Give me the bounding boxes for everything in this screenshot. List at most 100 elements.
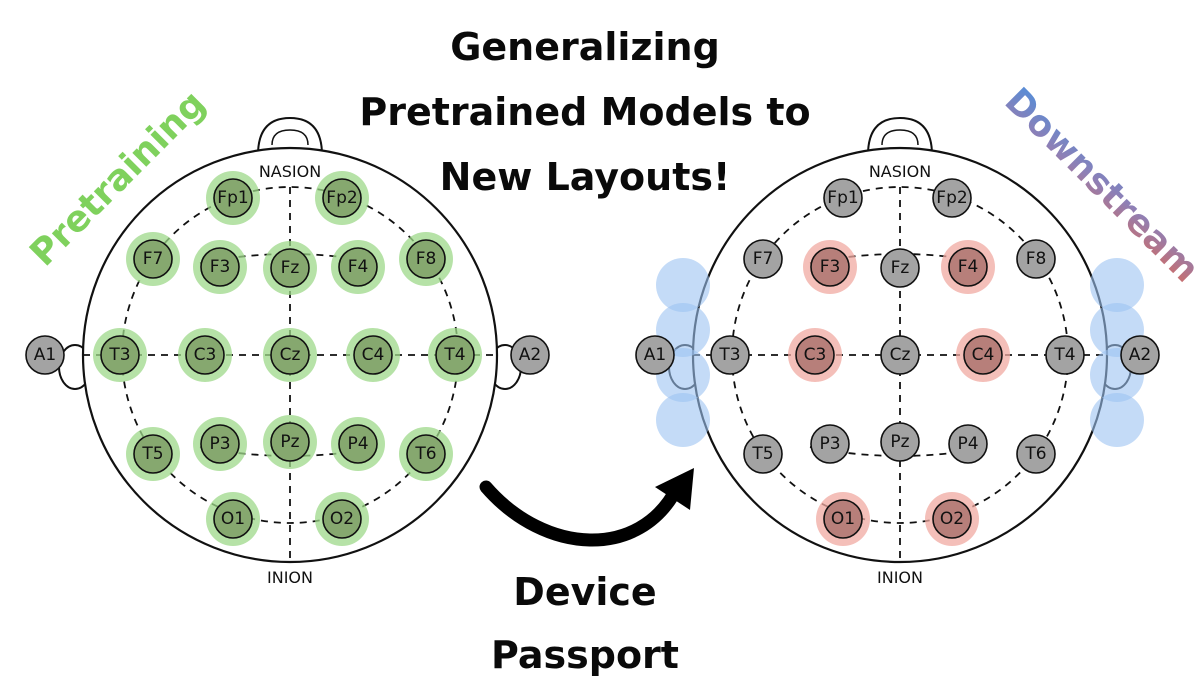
electrode-label-fp2: Fp2 — [936, 188, 967, 208]
electrode-o1 — [823, 499, 863, 539]
electrode-t4 — [435, 335, 475, 375]
electrode-t5 — [133, 434, 173, 474]
electrode-t4 — [1045, 335, 1085, 375]
electrode-fp2 — [322, 178, 362, 218]
title-line-1: Generalizing — [450, 25, 720, 69]
electrode-f4 — [948, 247, 988, 287]
electrode-label-pz: Pz — [280, 432, 299, 452]
new-device-sensor-halo — [1090, 258, 1144, 312]
electrode-fp1 — [823, 178, 863, 218]
electrode-f4 — [338, 247, 378, 287]
electrode-t6 — [406, 434, 446, 474]
electrode-label-t3: T3 — [718, 345, 740, 365]
electrode-label-f4: F4 — [348, 257, 369, 277]
electrode-f8 — [406, 239, 446, 279]
electrode-t6 — [1016, 434, 1056, 474]
electrode-p4 — [338, 424, 378, 464]
title-line-3: New Layouts! — [440, 155, 731, 199]
electrode-label-o2: O2 — [940, 509, 964, 529]
new-device-sensor-halo — [656, 393, 710, 447]
new-device-sensor-halo — [1090, 393, 1144, 447]
electrode-label-fz: Fz — [891, 258, 910, 278]
electrode-label-f7: F7 — [143, 249, 164, 269]
electrode-label-p4: P4 — [957, 434, 978, 454]
electrode-c4 — [353, 335, 393, 375]
electrode-label-o1: O1 — [831, 509, 855, 529]
electrode-c4 — [963, 335, 1003, 375]
electrode-label-cz: Cz — [890, 345, 911, 365]
electrode-label-f4: F4 — [958, 257, 979, 277]
electrode-label-p3: P3 — [209, 434, 230, 454]
electrode-o2 — [932, 499, 972, 539]
electrode-label-fp2: Fp2 — [326, 188, 357, 208]
electrode-label-t5: T5 — [751, 444, 773, 464]
electrode-label-a1: A1 — [644, 345, 666, 365]
electrode-fz — [880, 248, 920, 288]
electrode-a1 — [635, 335, 675, 375]
electrode-t5 — [743, 434, 783, 474]
electrode-label-f7: F7 — [753, 249, 774, 269]
electrode-label-o1: O1 — [221, 509, 245, 529]
electrode-a2 — [1120, 335, 1160, 375]
inion-label: INION — [267, 568, 313, 587]
electrode-label-f3: F3 — [820, 257, 841, 277]
electrode-label-t6: T6 — [1024, 444, 1046, 464]
electrode-label-t4: T4 — [443, 345, 465, 365]
electrode-c3 — [185, 335, 225, 375]
electrode-label-pz: Pz — [890, 432, 909, 452]
electrode-pz — [270, 422, 310, 462]
electrode-label-a2: A2 — [519, 345, 541, 365]
electrode-label-c4: C4 — [972, 345, 995, 365]
electrode-label-f8: F8 — [1026, 249, 1047, 269]
electrode-label-c3: C3 — [804, 345, 827, 365]
electrode-t3 — [710, 335, 750, 375]
electrode-label-a2: A2 — [1129, 345, 1151, 365]
electrode-t3 — [100, 335, 140, 375]
new-device-sensor-halo — [656, 258, 710, 312]
transfer-arrow — [479, 468, 694, 547]
electrode-label-p3: P3 — [819, 434, 840, 454]
electrode-f8 — [1016, 239, 1056, 279]
nose-outline — [867, 116, 933, 156]
electrode-label-fz: Fz — [281, 258, 300, 278]
nasion-label: NASION — [869, 162, 931, 181]
electrode-label-cz: Cz — [280, 345, 301, 365]
nose-inner-outline — [881, 129, 919, 146]
inion-label: INION — [877, 568, 923, 587]
electrode-label-t3: T3 — [108, 345, 130, 365]
electrode-f3 — [810, 247, 850, 287]
nasion-label: NASION — [259, 162, 321, 181]
electrode-label-t6: T6 — [414, 444, 436, 464]
electrode-label-fp1: Fp1 — [827, 188, 858, 208]
electrode-label-f3: F3 — [210, 257, 231, 277]
electrode-p3 — [200, 424, 240, 464]
electrode-label-fp1: Fp1 — [217, 188, 248, 208]
electrode-c3 — [795, 335, 835, 375]
electrode-label-c3: C3 — [194, 345, 217, 365]
device-passport-line-1: Device — [513, 570, 656, 614]
electrode-a2 — [510, 335, 550, 375]
electrode-cz — [880, 335, 920, 375]
electrode-cz — [270, 335, 310, 375]
electrode-o1 — [213, 499, 253, 539]
nose-inner-outline — [271, 129, 309, 146]
electrode-pz — [880, 422, 920, 462]
electrode-fz — [270, 248, 310, 288]
electrode-label-t5: T5 — [141, 444, 163, 464]
electrode-fp2 — [932, 178, 972, 218]
device-passport-line-2: Passport — [491, 633, 679, 677]
electrode-label-t4: T4 — [1053, 345, 1075, 365]
electrode-f3 — [200, 247, 240, 287]
electrode-f7 — [743, 239, 783, 279]
title-line-2: Pretrained Models to — [359, 90, 810, 134]
electrode-label-c4: C4 — [362, 345, 385, 365]
electrode-o2 — [322, 499, 362, 539]
electrode-label-a1: A1 — [34, 345, 56, 365]
electrode-label-f8: F8 — [416, 249, 437, 269]
electrode-f7 — [133, 239, 173, 279]
electrode-fp1 — [213, 178, 253, 218]
electrode-label-o2: O2 — [330, 509, 354, 529]
electrode-a1 — [25, 335, 65, 375]
